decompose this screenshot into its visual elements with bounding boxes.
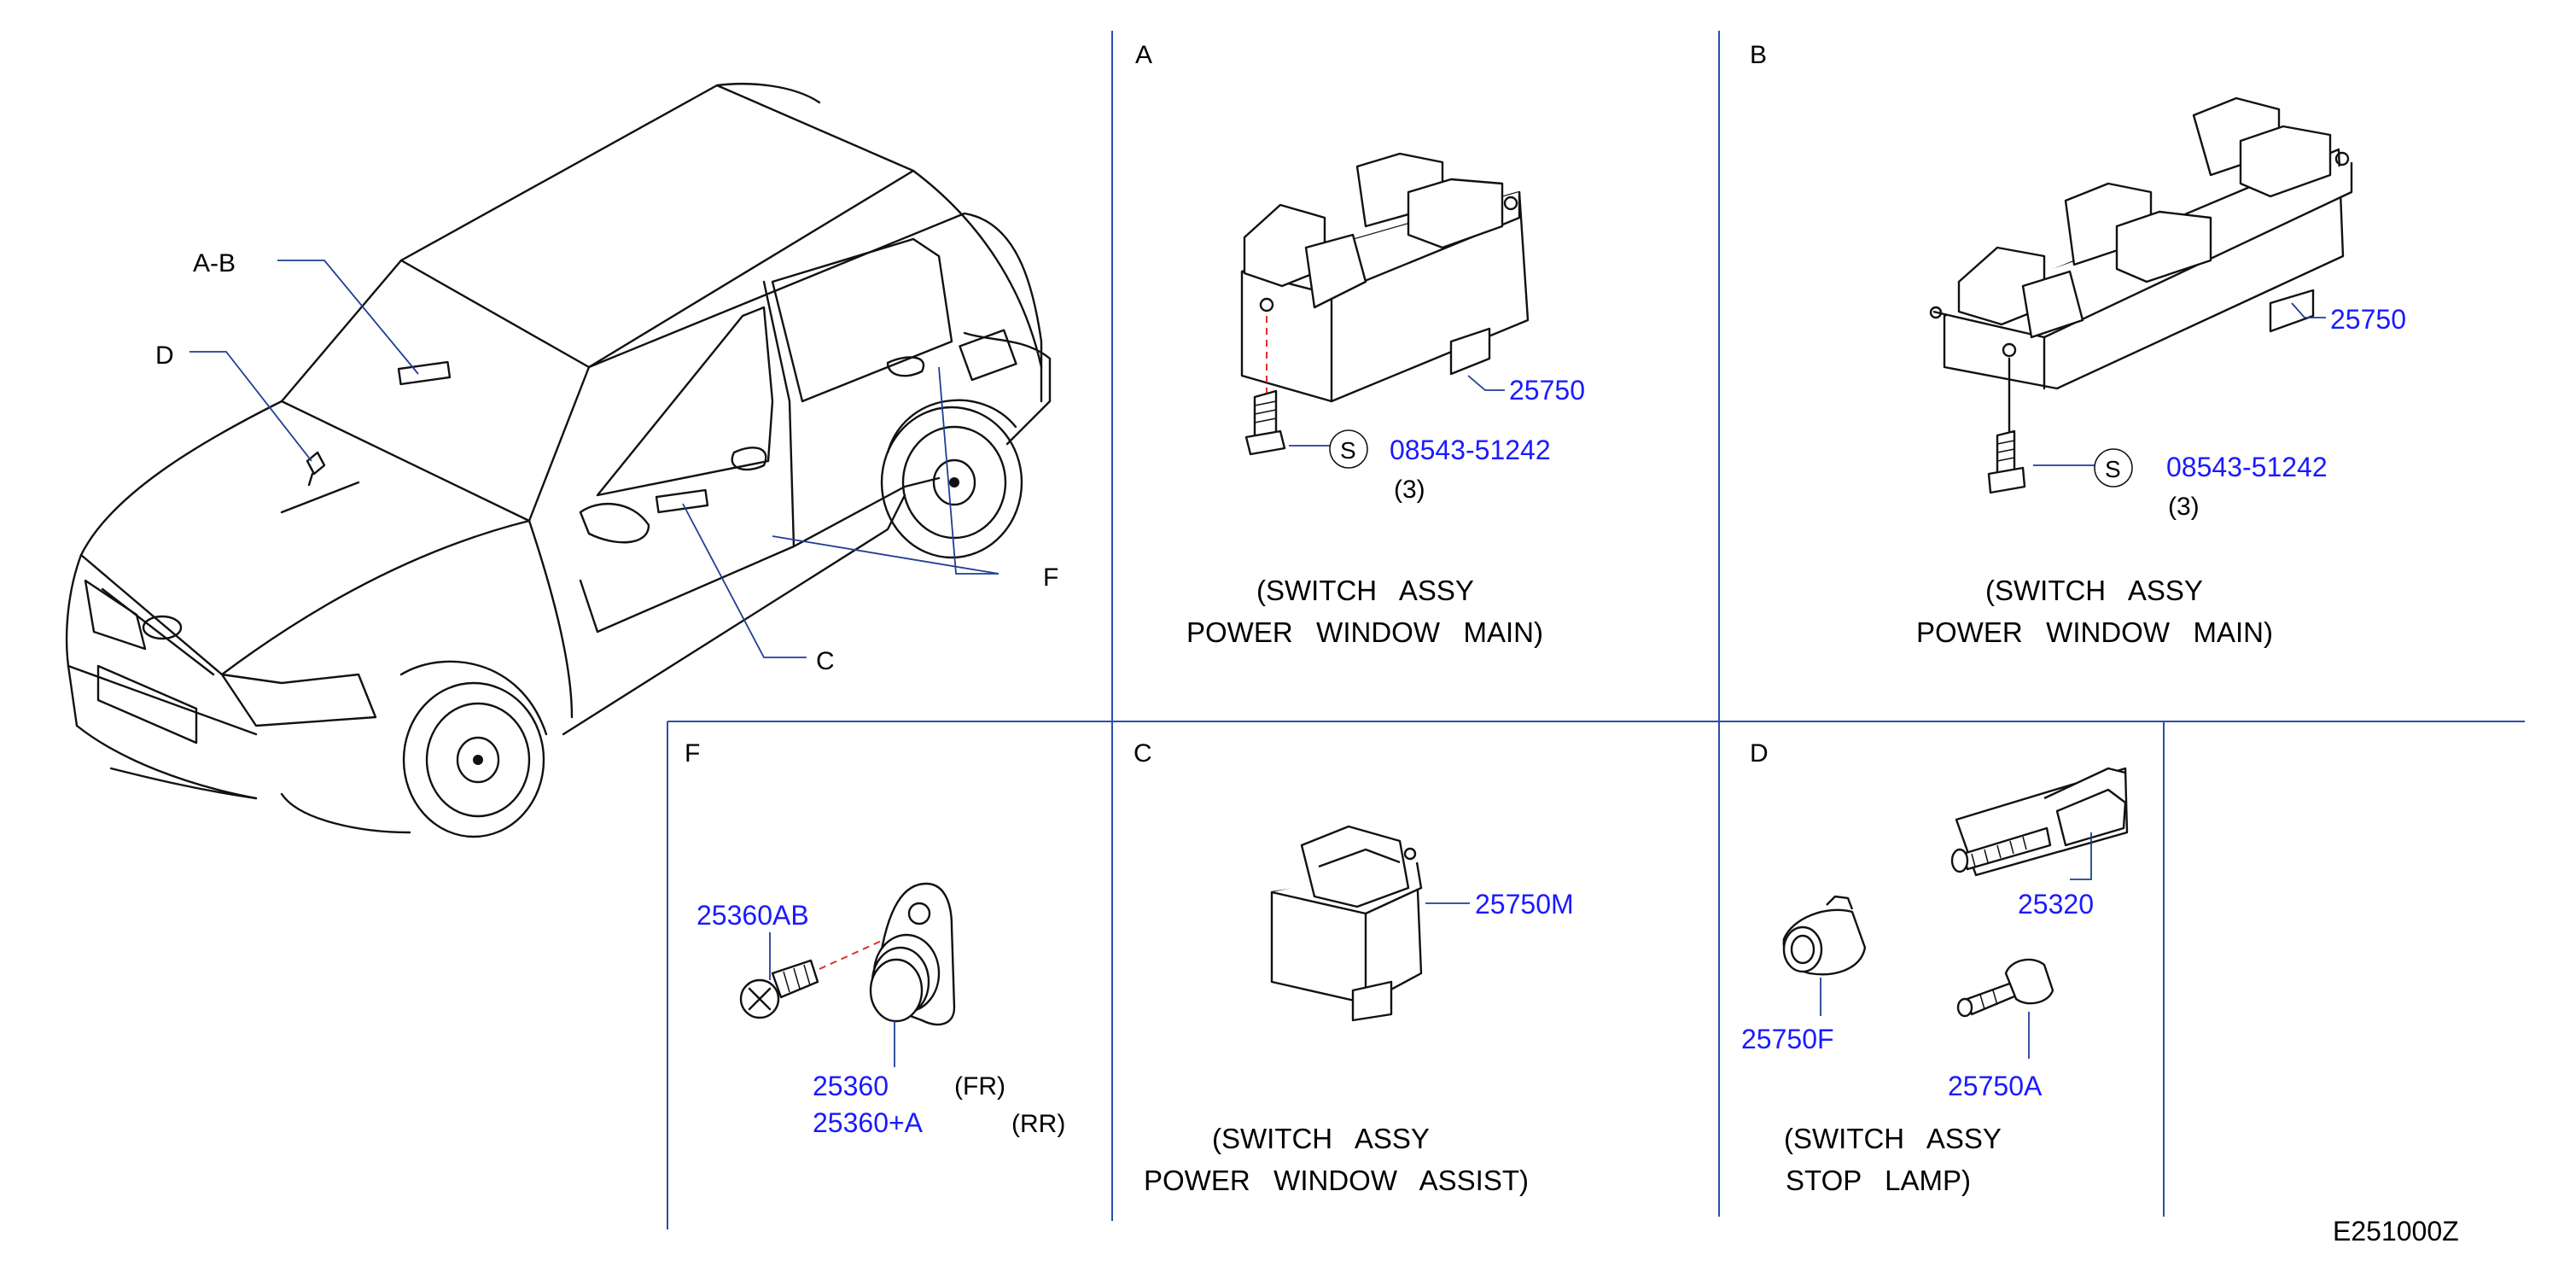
panel-d-letter: D [1750,739,1769,768]
panel-b-bolt-part: 08543-51242 [2166,452,2328,482]
panel-a-bolt-symbol: S [1340,437,1356,464]
panel-d: D 25320 25750F [1741,739,2129,1196]
clip-25750a [1956,958,2054,1018]
panel-a-bolt-part: 08543-51242 [1390,435,1551,465]
callout-d: D [155,342,174,370]
panel-f-part-fr: 25360 [813,1071,889,1101]
panel-c-letter: C [1134,739,1152,768]
callout-f: F [1043,563,1058,592]
diagram-code: E251000Z [2333,1216,2459,1247]
panel-c-caption-1: (SWITCH ASSY [1212,1123,1430,1154]
panel-b-caption-1: (SWITCH ASSY [1985,575,2203,606]
stop-lamp-switch-25320 [1950,767,2129,877]
switch-25750f [1782,895,1867,976]
panel-b-letter: B [1750,41,1767,69]
panel-c-caption-2: POWER WINDOW ASSIST) [1144,1165,1529,1196]
panel-d-caption-2: STOP LAMP) [1786,1165,1971,1196]
panel-b-bolt-qty: (3) [2168,493,2200,521]
panel-f-letter: F [685,739,700,768]
switch-assy-assist [1270,825,1423,1022]
panel-c-part-25750m: 25750M [1475,889,1574,920]
panel-f-note-fr: (FR) [954,1072,1005,1101]
panel-a-part-25750: 25750 [1509,375,1585,406]
panel-c: C 25750M (SWITCH ASSY POWER WINDOW ASSIS… [1134,739,1574,1196]
panel-a-letter: A [1135,41,1152,69]
front-wheel [402,681,545,838]
panel-f-part-screw: 25360AB [696,900,809,931]
panel-d-caption-1: (SWITCH ASSY [1784,1123,2002,1154]
car-leaders [189,260,1000,658]
panel-a: A 25750 S 08543-51242 (3) (SWITCH ASSY [1135,41,1585,648]
panel-f-note-rr: (RR) [1011,1110,1065,1138]
panel-a-caption-1: (SWITCH ASSY [1256,575,1474,606]
panel-f: F 25360AB 25360 (FR) 25360+A (RR) [685,739,1065,1138]
callout-ab: A-B [193,249,236,277]
panel-a-bolt-qty: (3) [1394,476,1425,504]
panel-b: B 25750 S 08543-51242 (3) [1750,41,2406,648]
panel-b-caption-2: POWER WINDOW MAIN) [1916,616,2273,648]
rear-wheel [880,406,1023,559]
switch-assy-main-a [1240,152,1530,456]
panel-f-part-rr: 25360+A [813,1107,924,1138]
panel-a-caption-2: POWER WINDOW MAIN) [1186,616,1543,648]
panel-d-part-25750a: 25750A [1948,1071,2043,1101]
callout-c: C [816,647,835,675]
switch-assy-main-b [1929,96,2353,494]
bracket-25360 [869,882,956,1026]
screw-25360ab [739,959,819,1019]
panel-d-part-25750f: 25750F [1741,1024,1834,1054]
panel-dividers [667,31,2525,1229]
car-illustration [65,83,1052,838]
panel-b-part-25750: 25750 [2330,304,2406,335]
panel-b-bolt-symbol: S [2105,456,2121,482]
panel-d-part-25320: 25320 [2018,889,2094,920]
